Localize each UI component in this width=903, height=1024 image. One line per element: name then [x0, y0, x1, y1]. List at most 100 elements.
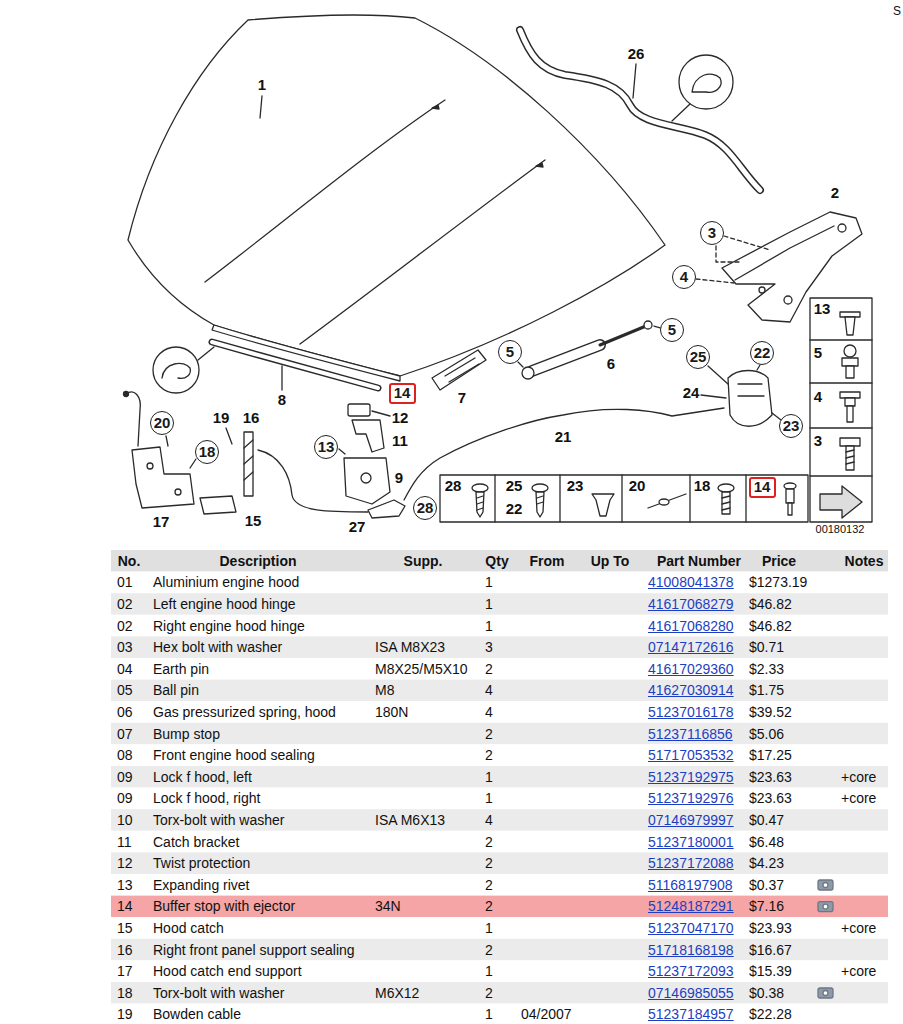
callout-number: 28: [417, 500, 434, 517]
table-cell: $6.48: [749, 834, 784, 850]
fastener-strip: [659, 499, 669, 505]
table-cell: $23.63: [749, 790, 792, 806]
table-header: Up To: [591, 553, 630, 569]
gas-spring: [532, 345, 600, 371]
table-cell: 18: [117, 985, 133, 1001]
panel-seal: [679, 55, 733, 109]
table-cell: 3: [485, 639, 493, 655]
callout-circle: 5: [498, 340, 522, 364]
callout-number: 25: [505, 477, 524, 494]
table-cell: Torx-bolt with washer: [153, 812, 285, 828]
hood-hinge: [716, 246, 740, 262]
callout-circle: 18: [195, 440, 219, 464]
callout-number: 5: [813, 344, 823, 361]
release-handle: [757, 365, 760, 370]
callout-circle: 13: [314, 435, 338, 459]
part-number-link: 51237116856: [648, 726, 733, 742]
table-row-band: [111, 982, 888, 1004]
fastener-column: [846, 446, 854, 470]
table-cell: Front engine hood sealing: [153, 747, 315, 763]
table-cell: 06: [117, 704, 133, 720]
hood-lock: [339, 404, 390, 504]
table-cell: 2: [485, 747, 493, 763]
callout-number: 4: [813, 388, 823, 405]
photo-icon: [818, 880, 833, 890]
front-hood-seal: [281, 366, 282, 390]
table-cell: $46.82: [749, 596, 792, 612]
bump-stop: [432, 350, 486, 390]
release-handle: [728, 371, 772, 427]
callout-number: 9: [394, 469, 404, 486]
table-cell: 2: [485, 898, 493, 914]
hood-catch: [175, 489, 181, 495]
table-cell: +core: [841, 963, 876, 979]
panel-seal: [633, 64, 636, 98]
table-cell: ISA M8X23: [375, 639, 445, 655]
hood-lock: [344, 458, 390, 504]
part-number-link: 51237184957: [648, 1006, 734, 1022]
table-cell: 17: [117, 963, 133, 979]
callout-number: 3: [813, 432, 823, 449]
hood-catch: [190, 459, 196, 468]
table-cell: $0.38: [749, 985, 784, 1001]
fastener-column: [840, 392, 860, 398]
hood-hinge: [724, 236, 770, 250]
fastener-column: [810, 340, 872, 476]
table-cell: $0.71: [749, 639, 784, 655]
table-cell: 10: [117, 812, 133, 828]
photo-icon: [818, 880, 833, 998]
fastener-column: [840, 438, 860, 446]
hood-lock: [348, 404, 370, 416]
table-cell: Lock f hood, left: [153, 769, 252, 785]
gas-spring: [532, 345, 600, 371]
fastener-column: [810, 298, 872, 522]
table-cell: 07: [117, 726, 133, 742]
callout-number: 22: [505, 500, 524, 517]
table-cell: Hood catch end support: [153, 963, 302, 979]
photo-icon: [823, 991, 828, 996]
hood-catch: [244, 432, 253, 496]
callout-number: 2: [830, 184, 840, 201]
engine-hood: [432, 105, 439, 109]
table-header: Qty: [485, 553, 508, 569]
table-row-band: [111, 896, 888, 918]
release-handle: [701, 395, 726, 398]
part-number-link: 51168197908: [648, 877, 733, 893]
table-cell: +core: [841, 790, 876, 806]
fastener-column: [845, 398, 855, 406]
fastener-strip: [472, 484, 488, 492]
part-number-link: 51237047170: [648, 920, 734, 936]
table-cell: 1: [485, 574, 493, 590]
callout-circle: 28: [413, 496, 437, 520]
table-cell: 12: [117, 855, 133, 871]
table-cell: 1: [485, 920, 493, 936]
hood-catch: [132, 432, 253, 514]
hood-catch: [244, 440, 253, 480]
table-cell: Bump stop: [153, 726, 220, 742]
table-cell: 16: [117, 942, 133, 958]
table-row-band: [111, 939, 888, 961]
photo-icon: [818, 902, 833, 912]
table-cell: $15.39: [749, 963, 792, 979]
photo-icon: [818, 988, 833, 998]
table-cell: M8X25/M5X10: [375, 661, 468, 677]
table-header: Part Number: [657, 553, 741, 569]
release-handle: [701, 365, 781, 426]
fastener-strip: [477, 496, 483, 510]
gas-spring: [518, 321, 661, 379]
fastener-column: [844, 345, 856, 357]
part-number-link: 07146985055: [648, 985, 734, 1001]
fastener-column: [845, 317, 855, 335]
release-handle: [738, 384, 764, 396]
fastener-strip: [536, 492, 544, 517]
callout-circle: 3: [700, 221, 724, 245]
table-cell: +core: [841, 920, 876, 936]
table-row-band: [111, 701, 888, 723]
table-cell: $7.16: [749, 898, 784, 914]
table-cell: 14: [117, 898, 133, 914]
fastener-column: [840, 312, 860, 317]
part-number-link: 41617068279: [648, 596, 734, 612]
callout-number: 20: [154, 415, 171, 432]
callout-number: 27: [348, 518, 367, 535]
table-row-band: [111, 572, 888, 594]
